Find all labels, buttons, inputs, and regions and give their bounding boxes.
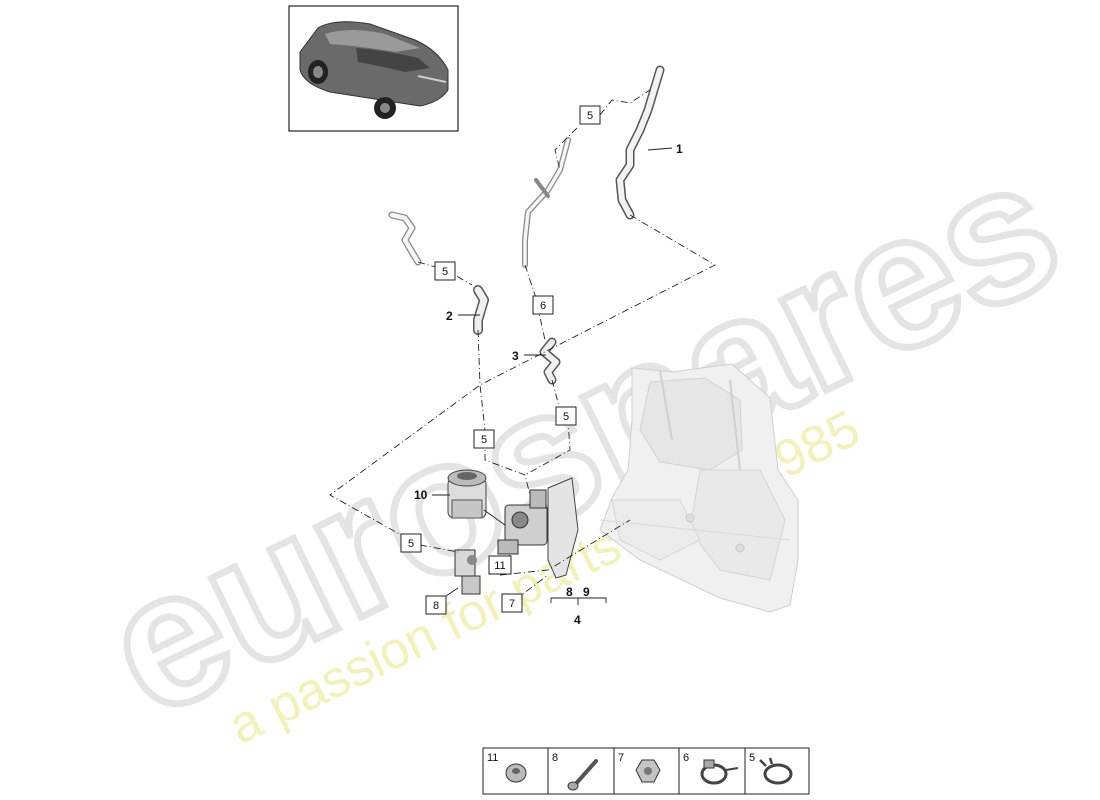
thumbnail [288, 5, 459, 132]
spring-clamp-icon [759, 757, 793, 785]
box-6: 6 [540, 300, 546, 312]
legend-num-11: 11 [487, 752, 498, 764]
box-7: 7 [509, 598, 515, 610]
callout-8: 8 [566, 585, 573, 599]
hose-3 [539, 337, 561, 385]
callouts: 1 2 3 10 8 9 4 [414, 142, 683, 627]
car-thumbnail-icon [299, 21, 449, 119]
callout-10: 10 [414, 488, 428, 502]
box-8: 8 [433, 600, 439, 612]
watermark: eurospares a passion for parts since 198… [72, 114, 1093, 761]
nut-icon [635, 759, 661, 783]
frame-structure [599, 363, 799, 613]
hose-1 [615, 65, 665, 220]
boxed-callouts: 5 5 6 5 5 5 11 8 7 [400, 105, 601, 615]
grommet-icon [505, 763, 527, 783]
callout-2: 2 [446, 309, 453, 323]
legend-num-8: 8 [552, 752, 558, 764]
bolt-icon [567, 759, 598, 791]
box-5d: 5 [481, 434, 487, 446]
watermark-brand: eurospares [75, 117, 1089, 757]
pipe-upper [522, 137, 571, 268]
box-5a: 5 [587, 110, 593, 122]
legend: 11 8 7 6 5 [482, 747, 810, 795]
callout-4: 4 [574, 613, 581, 627]
legend-num-7: 7 [618, 752, 624, 764]
hoses [388, 65, 665, 385]
box-5b: 5 [442, 266, 448, 278]
box-11: 11 [494, 560, 505, 572]
pump-main [497, 489, 548, 555]
valve-8 [454, 549, 481, 595]
box-5e: 5 [408, 538, 414, 550]
hose-2 [473, 285, 489, 335]
pipe-left [388, 211, 422, 266]
legend-num-6: 6 [683, 752, 689, 764]
callout-9: 9 [583, 585, 590, 599]
legend-num-5: 5 [749, 752, 755, 764]
hose-clamp-icon [700, 759, 739, 785]
callout-3: 3 [512, 349, 519, 363]
pump-10 [447, 469, 487, 519]
bracket [547, 477, 579, 579]
callout-1: 1 [676, 142, 683, 156]
box-5c: 5 [563, 411, 569, 423]
